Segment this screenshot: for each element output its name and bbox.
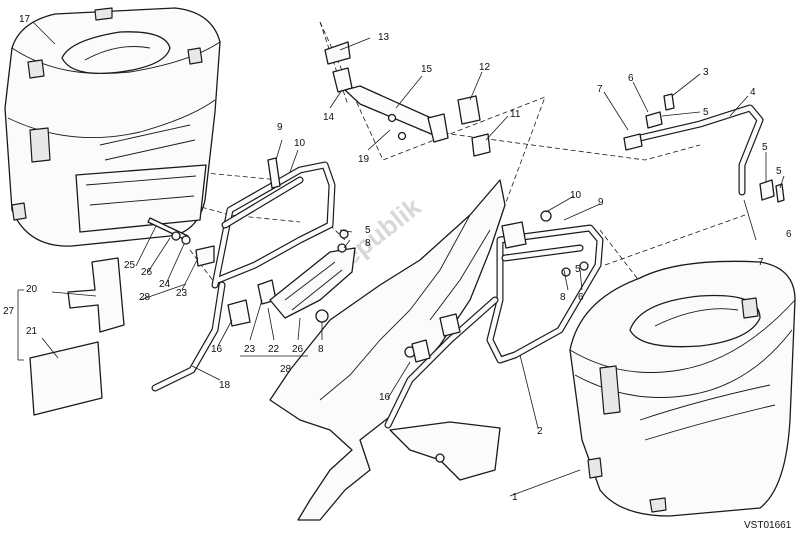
callout-15: 15 [421,64,433,75]
callout-28b: 28 [280,364,292,375]
callout-8c: 8 [318,344,324,355]
callout-5c: 5 [776,166,782,177]
callout-22: 22 [268,344,280,355]
callout-26b: 26 [292,344,304,355]
callout-7a: 7 [597,84,603,95]
part-17-left-case [4,7,221,247]
callout-7b: 7 [758,257,764,268]
callout-18: 18 [219,380,231,391]
callout-9a: 9 [277,122,283,133]
callout-14: 14 [323,112,335,123]
part-4-rail [623,93,785,203]
callout-6b: 6 [786,229,792,240]
callout-12: 12 [479,62,491,73]
callout-24: 24 [159,279,171,290]
callout-13: 13 [378,32,390,43]
callout-11: 11 [510,109,521,120]
callout-25: 25 [124,260,136,271]
callout-6-right: 6 [578,292,584,303]
leader-lines [32,21,785,497]
left-fasteners [139,157,308,357]
callout-8a: 8 [365,238,371,249]
callout-1: 1 [512,492,518,503]
left-carrier-frame [151,161,356,392]
callout-27: 27 [3,306,15,317]
part-20-plate [67,257,125,333]
top-brackets [324,41,491,157]
callout-8b: 8 [560,292,566,303]
callout-4: 4 [750,87,756,98]
callout-10b: 10 [570,190,582,201]
callout-26a: 26 [141,267,153,278]
callout-5b: 5 [762,142,768,153]
callout-9b: 9 [598,197,604,208]
callout-19: 19 [358,154,370,165]
callout-5-right: 5 [575,264,581,275]
callout-20: 20 [26,284,38,295]
part-21-plate [29,341,103,416]
callout-23b: 23 [244,344,256,355]
rear-subframe [269,179,506,521]
callout-5a: 5 [703,107,709,118]
callout-23a: 23 [176,288,188,299]
right-carrier-frame [384,210,604,429]
callout-2: 2 [537,426,543,437]
part-1-right-case [569,260,796,517]
callout-21: 21 [26,326,38,337]
callout-3: 3 [703,67,709,78]
callout-17: 17 [19,14,31,25]
callout-10a: 10 [294,138,306,149]
callout-labels: 17 13 15 12 11 14 19 3 6 7 4 5 5 5 6 7 9… [3,14,792,531]
callout-16a: 16 [211,344,223,355]
diagram-code: VST01661 [744,520,792,531]
callout-5-left: 5 [365,225,371,236]
callout-6a: 6 [628,73,634,84]
callout-28a: 28 [139,292,151,303]
callout-16b: 16 [379,392,391,403]
